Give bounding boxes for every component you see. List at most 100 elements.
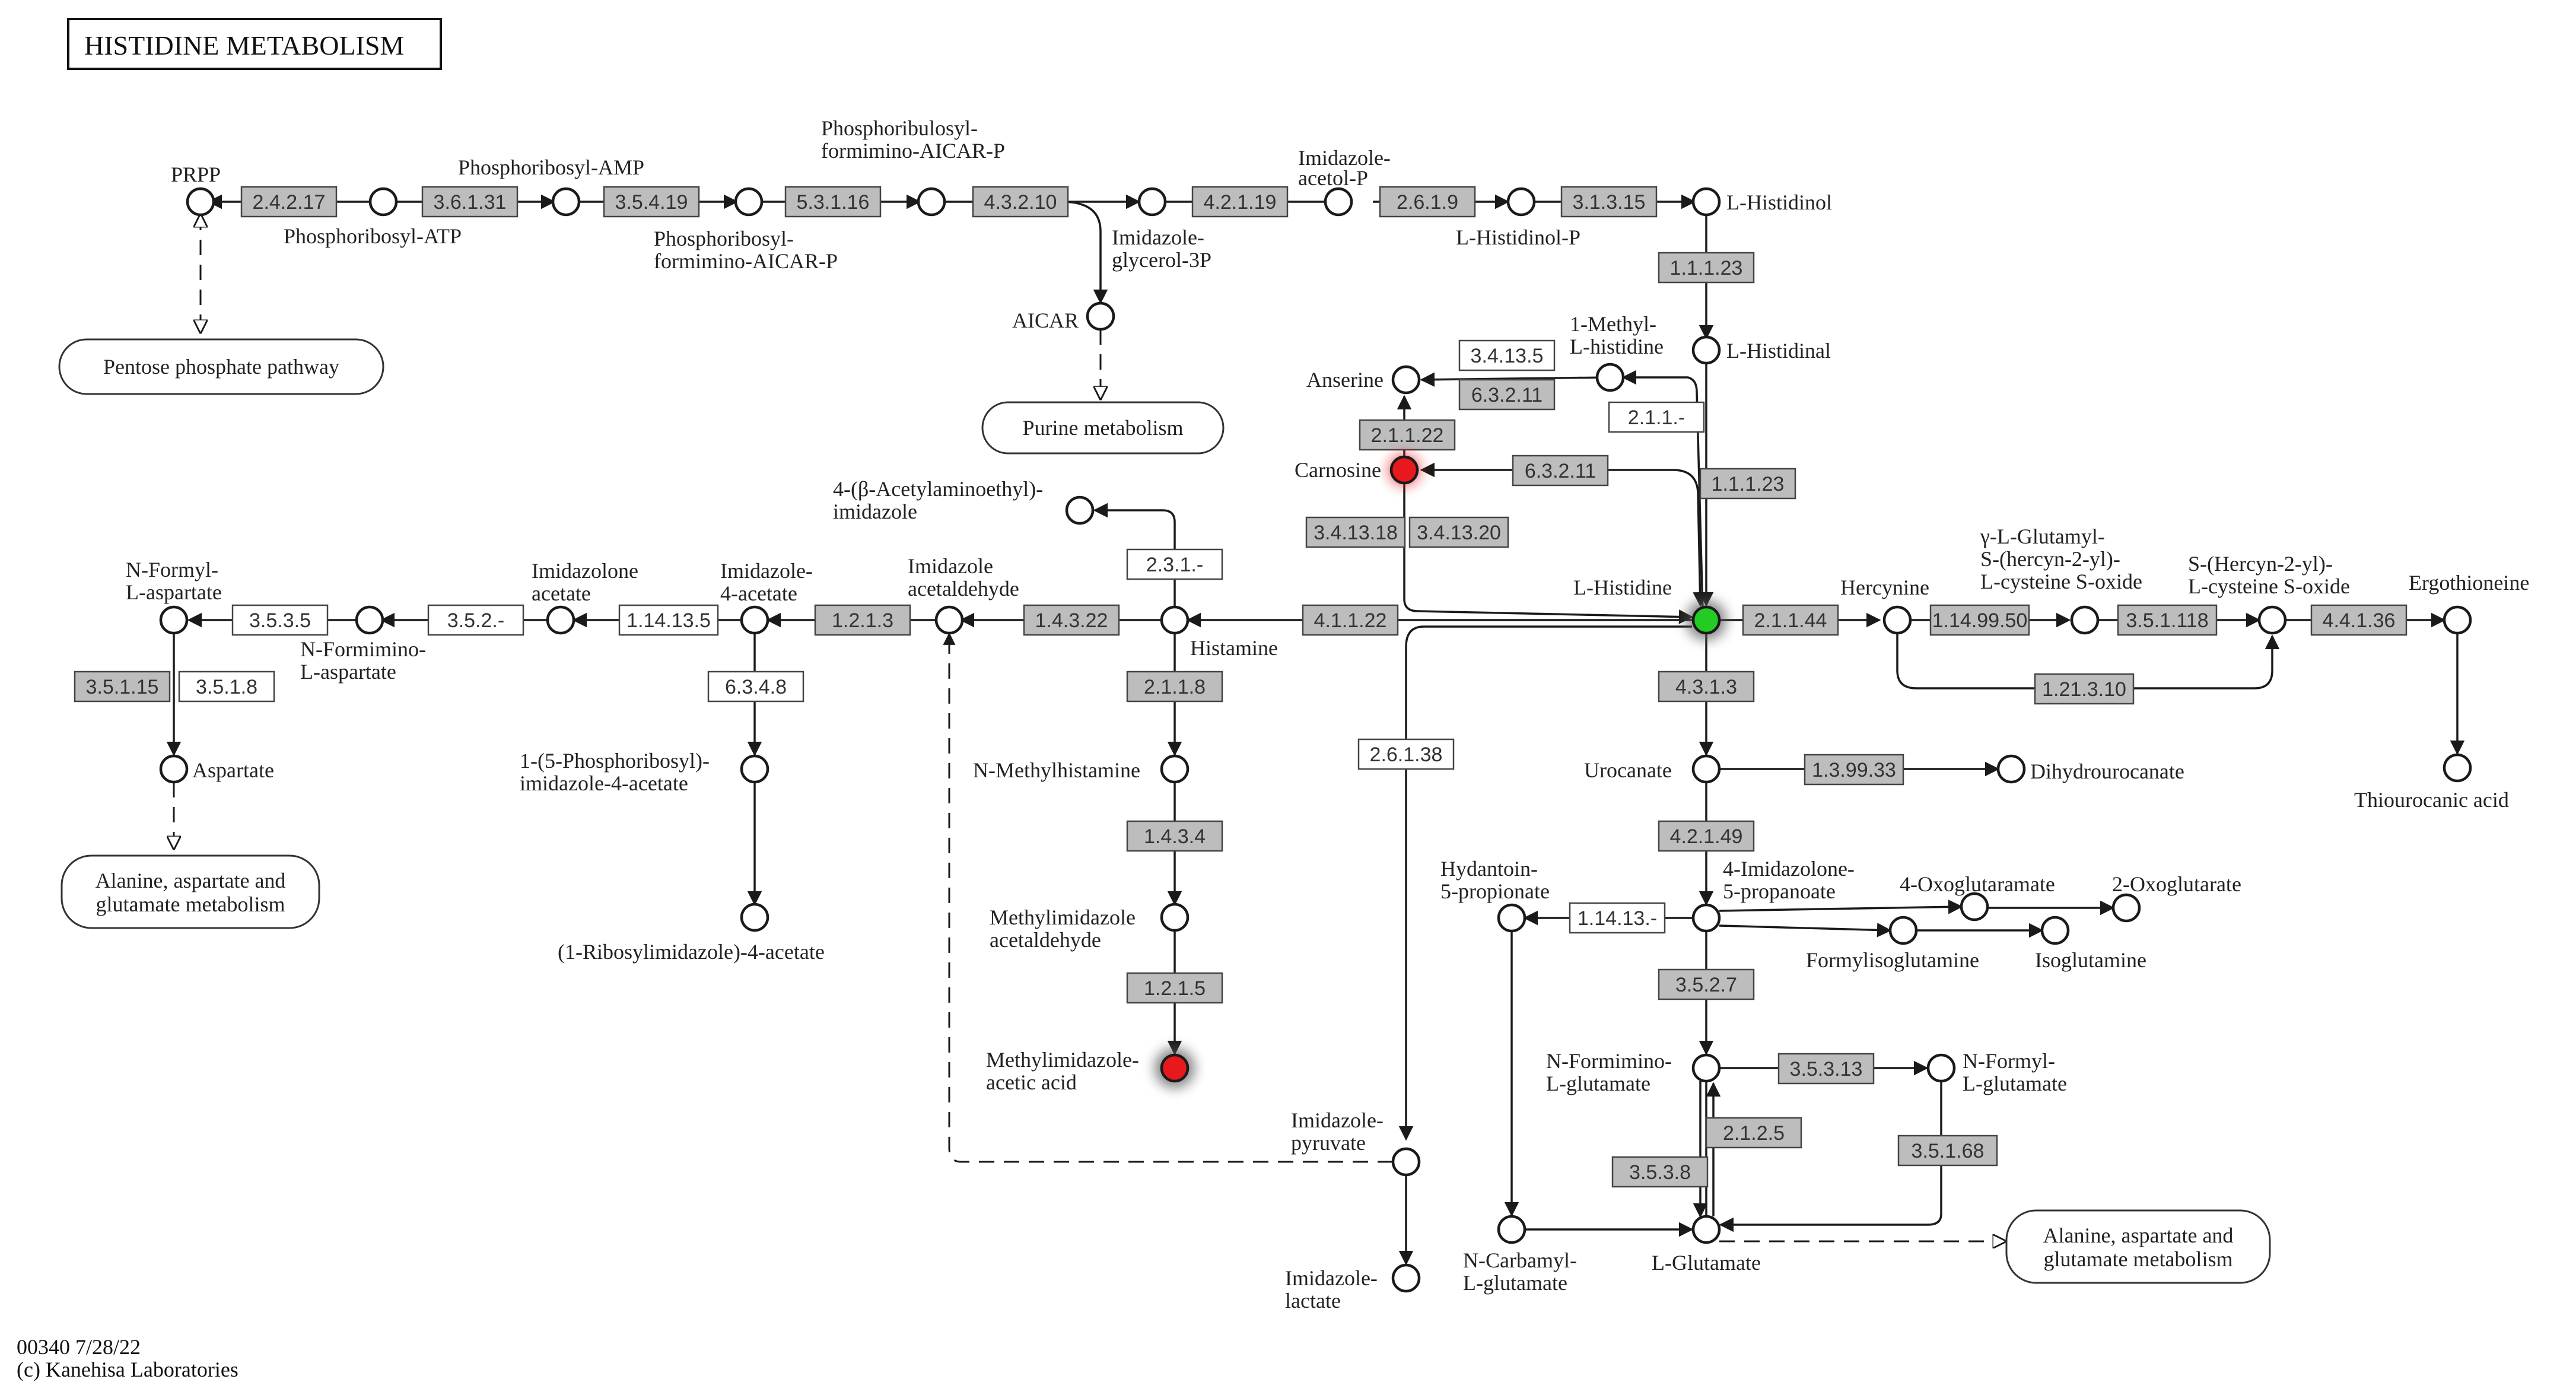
map-alanine-aspartate-2[interactable] <box>2005 1209 2271 1284</box>
compound-ergothioneine[interactable] <box>2443 605 2472 635</box>
compound-histidinol-p[interactable] <box>1506 187 1536 217</box>
compound-2-oxoglutarate[interactable] <box>2111 893 2141 923</box>
compound-carnosine[interactable] <box>1389 455 1419 485</box>
enzyme-1.14.13.-[interactable]: 1.14.13.- <box>1569 902 1666 934</box>
enzyme-1.2.1.5[interactable]: 1.2.1.5 <box>1126 972 1223 1004</box>
map-pentose-phosphate[interactable] <box>58 338 384 395</box>
enzyme-3.5.1.8[interactable]: 3.5.1.8 <box>178 671 275 703</box>
enzyme-1.2.1.3[interactable]: 1.2.1.3 <box>814 604 911 636</box>
compound-ribosylimidazole-acetate[interactable] <box>740 903 769 932</box>
enzyme-1.21.3.10[interactable]: 1.21.3.10 <box>2034 673 2135 705</box>
enzyme-3.5.1.68[interactable]: 3.5.1.68 <box>1897 1135 1998 1167</box>
compound-hydantoin-propionate[interactable] <box>1497 903 1526 933</box>
enzyme-1.3.99.33[interactable]: 1.3.99.33 <box>1804 754 1904 786</box>
enzyme-2.3.1.-[interactable]: 2.3.1.- <box>1126 548 1223 580</box>
enzyme-2.1.2.5[interactable]: 2.1.2.5 <box>1705 1117 1802 1149</box>
enzyme-3.5.3.5[interactable]: 3.5.3.5 <box>231 604 329 636</box>
compound-acetylaminoethyl-imidazole[interactable] <box>1065 495 1095 525</box>
enzyme-3.5.1.15[interactable]: 3.5.1.15 <box>74 671 171 703</box>
enzyme-1.14.99.50[interactable]: 1.14.99.50 <box>1929 604 2030 636</box>
enzyme-2.1.1.-[interactable]: 2.1.1.- <box>1608 401 1705 433</box>
enzyme-1.1.1.23-a[interactable]: 1.1.1.23 <box>1658 252 1755 284</box>
compound-hercynyl-cysteine-oxide[interactable] <box>2257 605 2287 635</box>
compound-aspartate[interactable] <box>159 754 189 784</box>
compound-imidazolone-acetate[interactable] <box>546 605 575 635</box>
compound-histidinol[interactable] <box>1691 187 1721 217</box>
compound-phosphoribosyl-amp[interactable] <box>551 187 581 217</box>
compound-prfar2[interactable] <box>917 187 946 217</box>
compound-urocanate[interactable] <box>1691 754 1721 784</box>
compound-n-formimino-aspartate[interactable] <box>355 605 384 635</box>
enzyme-4.4.1.36[interactable]: 4.4.1.36 <box>2310 604 2408 636</box>
enzyme-4.2.1.49[interactable]: 4.2.1.49 <box>1658 820 1755 852</box>
compound-prpp[interactable] <box>186 187 215 217</box>
compound-imidazole-acetaldehyde[interactable] <box>934 605 964 635</box>
enzyme-3.6.1.31[interactable]: 3.6.1.31 <box>421 186 519 218</box>
svg-text:4.3.1.3: 4.3.1.3 <box>1675 676 1737 698</box>
compound-1-methyl-histidine[interactable] <box>1595 363 1625 392</box>
map-purine-metabolism[interactable] <box>981 401 1225 455</box>
enzyme-3.4.13.18[interactable]: 3.4.13.18 <box>1305 516 1406 548</box>
compound-n-carbamyl-glutamate[interactable] <box>1497 1215 1526 1244</box>
enzyme-2.1.1.22[interactable]: 2.1.1.22 <box>1359 419 1456 451</box>
compound-l-histidine[interactable] <box>1691 605 1721 635</box>
enzymes: 2.4.2.17 3.6.1.31 3.5.4.19 5.3.1.16 4.3.… <box>74 186 2408 1188</box>
compound-dihydrourocanate[interactable] <box>1996 754 2026 784</box>
enzyme-6.3.2.11-b[interactable]: 6.3.2.11 <box>1512 455 1609 487</box>
enzyme-3.5.3.8[interactable]: 3.5.3.8 <box>1611 1156 1709 1188</box>
compound-formylisoglutamine[interactable] <box>1888 916 1918 945</box>
enzyme-1.14.13.5[interactable]: 1.14.13.5 <box>618 604 719 636</box>
enzyme-4.3.1.3[interactable]: 4.3.1.3 <box>1658 671 1755 703</box>
enzyme-3.1.3.15[interactable]: 3.1.3.15 <box>1560 186 1658 218</box>
enzyme-1.1.1.23-b[interactable]: 1.1.1.23 <box>1699 468 1796 500</box>
compound-thiourocanic-acid[interactable] <box>2443 753 2472 783</box>
compound-hercynine[interactable] <box>1882 605 1912 635</box>
enzyme-4.3.2.10[interactable]: 4.3.2.10 <box>972 186 1069 218</box>
compound-histidinal[interactable] <box>1691 335 1721 365</box>
compound-n-formimino-glutamate[interactable] <box>1691 1053 1721 1083</box>
enzyme-3.5.1.118[interactable]: 3.5.1.118 <box>2117 604 2218 636</box>
compound-imidazole-acetol-p[interactable] <box>1324 187 1353 217</box>
compound-prfar[interactable] <box>734 187 764 217</box>
compound-phosphoribosyl-imidazole-acetate[interactable] <box>740 754 769 784</box>
enzyme-6.3.2.11-a[interactable]: 6.3.2.11 <box>1458 379 1556 411</box>
enzyme-5.3.1.16[interactable]: 5.3.1.16 <box>784 186 882 218</box>
enzyme-4.1.1.22[interactable]: 4.1.1.22 <box>1302 604 1399 636</box>
compound-anserine[interactable] <box>1391 365 1421 395</box>
enzyme-2.4.2.17[interactable]: 2.4.2.17 <box>240 186 338 218</box>
compound-aicar[interactable] <box>1086 301 1115 331</box>
compound-histamine[interactable] <box>1160 605 1190 635</box>
enzyme-3.5.2.7[interactable]: 3.5.2.7 <box>1658 968 1755 1000</box>
compound-n-methylhistamine[interactable] <box>1160 754 1190 784</box>
compound-n-formyl-aspartate[interactable] <box>159 605 189 635</box>
compound-phosphoribosyl-atp[interactable] <box>368 187 398 217</box>
enzyme-3.5.4.19[interactable]: 3.5.4.19 <box>603 186 700 218</box>
compound-imidazole-glycerol-3p[interactable] <box>1137 187 1167 217</box>
enzyme-1.4.3.4[interactable]: 1.4.3.4 <box>1126 820 1223 852</box>
compound-isoglutamine[interactable] <box>2040 916 2070 945</box>
svg-text:2.1.1.-: 2.1.1.- <box>1628 406 1685 429</box>
enzyme-2.1.1.44[interactable]: 2.1.1.44 <box>1742 604 1839 636</box>
enzyme-2.1.1.8[interactable]: 2.1.1.8 <box>1126 671 1223 703</box>
enzyme-3.4.13.20[interactable]: 3.4.13.20 <box>1408 516 1509 548</box>
compound-imidazolone-propanoate[interactable] <box>1691 903 1721 933</box>
compound-4-oxoglutaramate[interactable] <box>1960 892 1989 921</box>
compound-imidazole-4-acetate[interactable] <box>740 605 769 635</box>
compound-methylimidazole-acetaldehyde[interactable] <box>1160 903 1190 932</box>
enzyme-3.5.3.13[interactable]: 3.5.3.13 <box>1777 1053 1875 1085</box>
compound-n-formyl-glutamate[interactable] <box>1926 1053 1956 1083</box>
enzyme-3.4.13.5[interactable]: 3.4.13.5 <box>1458 339 1556 371</box>
compound-imidazole-lactate[interactable] <box>1391 1263 1421 1293</box>
enzyme-1.4.3.22[interactable]: 1.4.3.22 <box>1023 604 1120 636</box>
svg-text:3.5.1.8: 3.5.1.8 <box>196 676 257 698</box>
enzyme-4.2.1.19[interactable]: 4.2.1.19 <box>1191 186 1289 218</box>
compound-l-glutamate[interactable] <box>1691 1215 1721 1244</box>
enzyme-6.3.4.8[interactable]: 6.3.4.8 <box>707 671 804 703</box>
compound-methylimidazole-acetic-acid[interactable] <box>1160 1053 1190 1083</box>
enzyme-3.5.2.-[interactable]: 3.5.2.- <box>427 604 524 636</box>
enzyme-2.6.1.38[interactable]: 2.6.1.38 <box>1357 738 1455 770</box>
compound-glutamyl-hercynyl-cysteine[interactable] <box>2070 605 2100 635</box>
compound-imidazole-pyruvate[interactable] <box>1391 1147 1421 1177</box>
map-alanine-aspartate-1[interactable] <box>61 854 320 929</box>
enzyme-2.6.1.9[interactable]: 2.6.1.9 <box>1379 186 1476 218</box>
